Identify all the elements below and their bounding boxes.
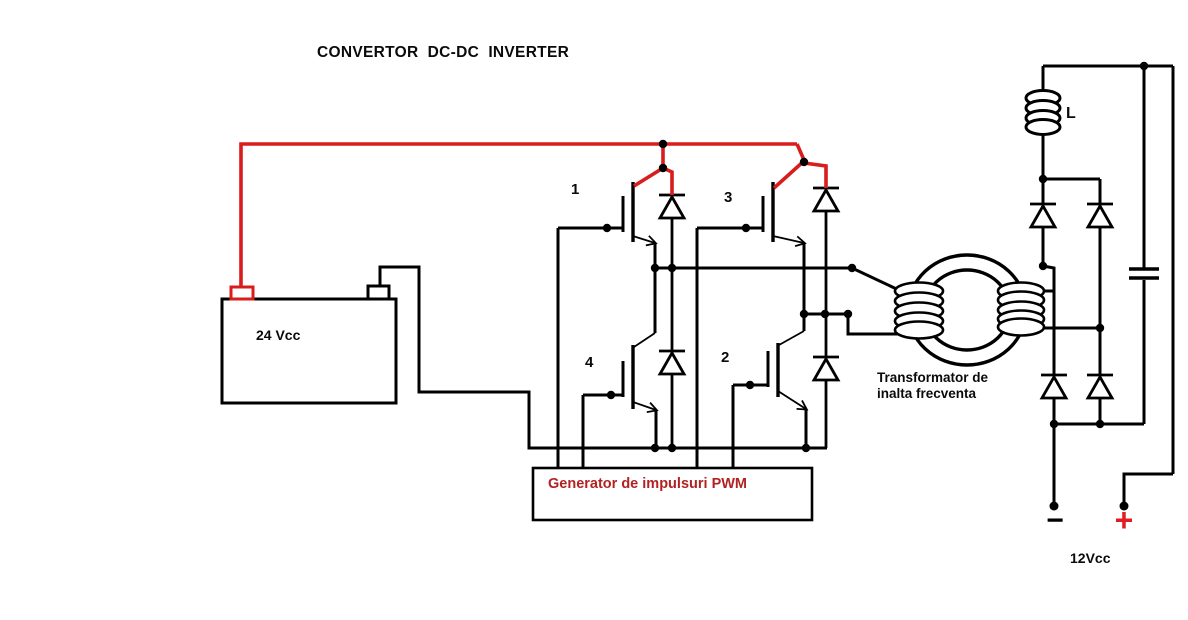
battery-positive-bus	[239, 142, 797, 287]
rectifier-diode-top-right	[1085, 202, 1115, 229]
pwm-generator-label: Generator de impulsuri PWM	[548, 476, 747, 492]
plus-terminal-wire	[1122, 472, 1173, 505]
black-wiring	[378, 228, 904, 468]
filter-capacitor	[1129, 66, 1159, 424]
output-voltage-label: 12Vcc	[1070, 550, 1111, 566]
plus-terminal-dot	[1119, 501, 1129, 511]
battery-positive-terminal	[229, 285, 255, 301]
primary-top-wire	[655, 266, 904, 294]
pwm-generator-box	[531, 466, 814, 522]
primary-bottom-wire	[804, 312, 898, 336]
freewheel-diode-2	[811, 355, 841, 448]
minus-terminal-dot	[1049, 501, 1059, 511]
inductor-coil	[1024, 89, 1062, 136]
transformer-secondary-winding	[996, 281, 1046, 337]
transistor-1-label: 1	[571, 181, 580, 198]
minus-terminal-sign: −	[1046, 504, 1064, 537]
transformer-label-line1: Transformator de	[877, 370, 989, 385]
transistor-3-label: 3	[724, 189, 733, 206]
battery	[220, 284, 398, 405]
battery-body	[220, 297, 398, 405]
battery-voltage-label: 24 Vcc	[256, 327, 301, 343]
transistor-2-label: 2	[721, 349, 730, 366]
red-positive-wiring	[239, 142, 828, 287]
igbt-3	[697, 182, 807, 331]
igbt-2	[733, 330, 809, 448]
transformer-label: Transformator de inalta frecventa	[877, 370, 988, 401]
diagram-title: CONVERTOR DC-DC INVERTER	[317, 44, 570, 61]
transformer-primary-winding	[893, 281, 945, 340]
rectifier-diode-bottom-right	[1085, 373, 1115, 400]
igbt-1	[558, 182, 658, 333]
junction-dots	[602, 61, 1149, 511]
secondary-wires	[1043, 289, 1100, 330]
output-stage-wiring	[1041, 64, 1175, 505]
battery-negative-terminal	[366, 284, 391, 301]
transistor-4-label: 4	[585, 354, 594, 371]
igbt-4	[583, 332, 659, 448]
freewheel-diode-1	[657, 193, 687, 351]
rectifier-diode-top-left	[1028, 202, 1058, 229]
transformer-label-line2: inalta frecventa	[877, 385, 977, 401]
rectifier-diode-bottom-left	[1039, 373, 1069, 400]
freewheel-diode-3	[811, 186, 841, 357]
battery-negative-wire	[378, 265, 827, 450]
freewheel-diode-4	[657, 349, 687, 448]
inductor-label: L	[1066, 105, 1076, 122]
plus-terminal-sign: +	[1114, 502, 1134, 538]
